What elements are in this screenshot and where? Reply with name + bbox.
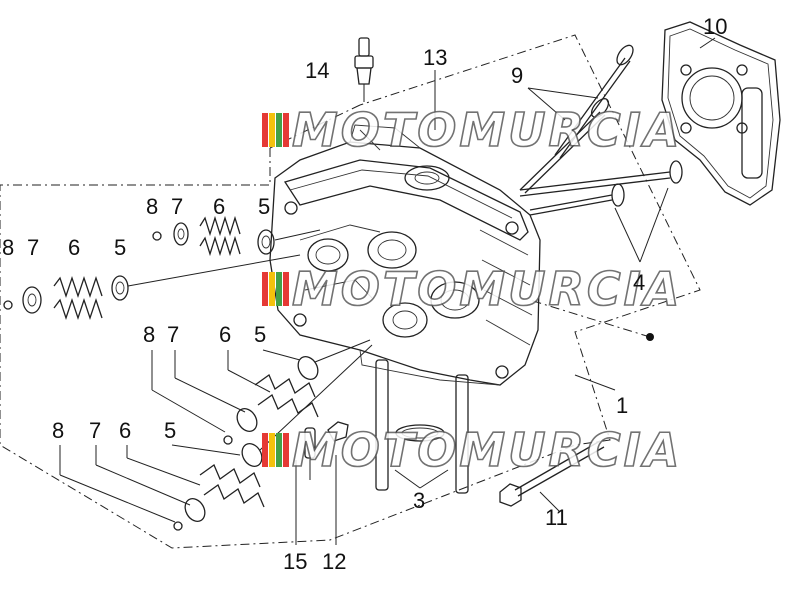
callout-3: 3 (413, 488, 425, 513)
callout-13: 13 (423, 45, 447, 70)
callout-6-a: 6 (213, 194, 225, 219)
callout-11: 11 (545, 505, 568, 530)
callout-15: 15 (283, 549, 307, 574)
callout-8-a: 8 (146, 194, 158, 219)
callout-7-c: 7 (167, 322, 179, 347)
callout-6-d: 6 (119, 418, 131, 443)
watermark-bottom: MOTOMURCIA (262, 422, 682, 478)
svg-text:MOTOMURCIA: MOTOMURCIA (292, 103, 682, 157)
valve-spring-set-upper-left (3, 254, 301, 321)
callout-12: 12 (322, 549, 346, 574)
callout-8-b: 8 (2, 235, 14, 260)
callout-8-c: 8 (143, 322, 155, 347)
callout-5-d: 5 (164, 418, 176, 443)
callout-5-c: 5 (254, 322, 266, 347)
callout-5-b: 5 (114, 235, 126, 260)
temperature-sensor (354, 37, 374, 102)
callout-7-a: 7 (171, 194, 183, 219)
watermark-top: MOTOMURCIA (262, 102, 682, 158)
head-gasket (661, 21, 781, 206)
boundary-dot (646, 333, 654, 341)
callout-5-a: 5 (258, 194, 270, 219)
callout-4: 4 (633, 270, 645, 295)
callout-1: 1 (616, 393, 628, 418)
assembly-boundary-line (0, 34, 701, 549)
dowel-pins (304, 421, 349, 480)
callout-6-b: 6 (68, 235, 80, 260)
valve-spring-set-lower-left (173, 344, 373, 531)
valve-spring-set-upper-right (152, 215, 321, 257)
callout-14: 14 (305, 58, 329, 83)
callout-10: 10 (703, 14, 727, 39)
callout-7-d: 7 (89, 418, 101, 443)
bolt-boundary-line (529, 299, 651, 338)
callout-6-c: 6 (219, 322, 231, 347)
stud-bolt (499, 440, 605, 507)
callout-9: 9 (511, 63, 523, 88)
valves (519, 44, 683, 216)
svg-text:MOTOMURCIA: MOTOMURCIA (292, 423, 682, 477)
leader-lines (59, 37, 716, 545)
watermark-middle: MOTOMURCIA (262, 261, 682, 317)
cylinder-head (269, 124, 541, 494)
callout-8-d: 8 (52, 418, 64, 443)
o-ring (395, 424, 445, 442)
callout-7-b: 7 (27, 235, 39, 260)
svg-text:MOTOMURCIA: MOTOMURCIA (292, 262, 682, 316)
callout-labels: 14 13 9 10 4 1 3 11 15 12 8 7 6 5 8 7 6 … (2, 14, 727, 574)
